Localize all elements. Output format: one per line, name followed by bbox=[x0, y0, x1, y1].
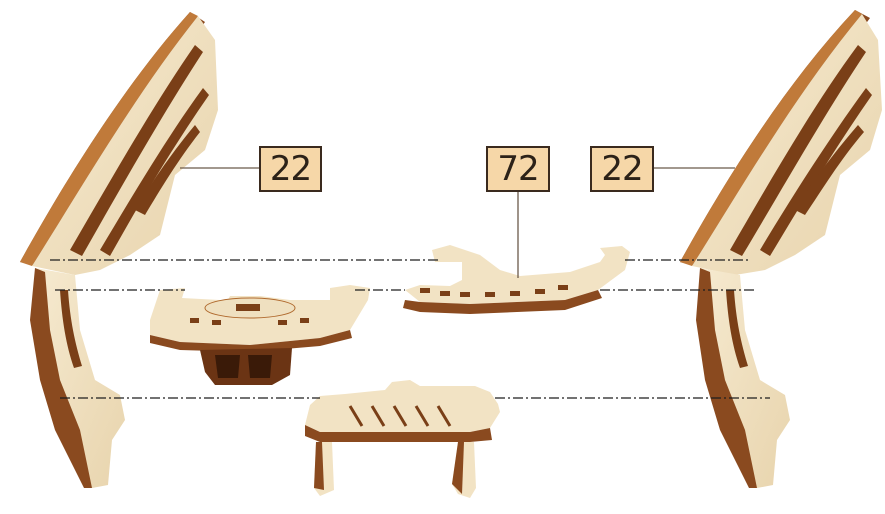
part-number-label-right: 22 bbox=[590, 146, 654, 192]
curved-bracket bbox=[403, 245, 630, 314]
bottom-frame bbox=[305, 380, 500, 498]
left-center-bracket bbox=[150, 285, 370, 385]
part-number-label-left: 22 bbox=[259, 146, 322, 192]
right-side-panel bbox=[680, 10, 882, 488]
left-side-panel bbox=[20, 12, 218, 488]
part-number-label-center: 72 bbox=[486, 146, 550, 192]
